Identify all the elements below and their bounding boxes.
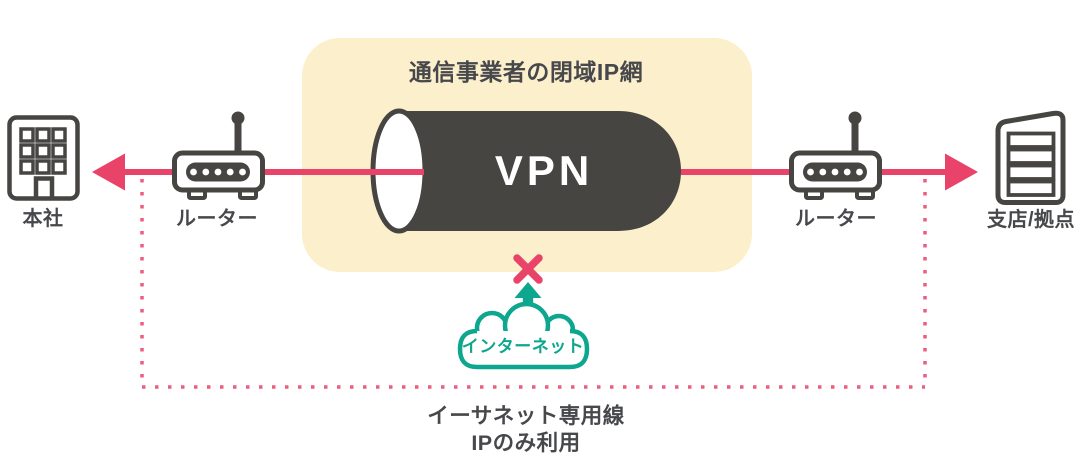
router-icon-right bbox=[792, 112, 880, 199]
router-label-right: ルーター bbox=[795, 207, 877, 230]
vpn-tunnel bbox=[370, 108, 681, 234]
hq-building-icon bbox=[7, 115, 80, 201]
dedicated-line-boundary bbox=[140, 179, 927, 389]
dedicated-line-label-2: IPのみ利用 bbox=[471, 431, 580, 455]
dedicated-line-label-1: イーサネット専用線 bbox=[427, 403, 625, 428]
vpn-label: VPN bbox=[495, 147, 593, 194]
right-arrowhead bbox=[945, 153, 978, 191]
up-arrow-icon bbox=[514, 282, 542, 310]
internet-cloud-icon: インターネット bbox=[457, 301, 590, 370]
branch-label: 支店/拠点 bbox=[987, 207, 1075, 231]
x-mark-icon bbox=[513, 254, 543, 284]
left-arrowhead bbox=[92, 153, 125, 191]
branch-server-icon bbox=[995, 110, 1066, 205]
hq-label: 本社 bbox=[23, 206, 64, 230]
panel-title: 通信事業者の閉域IP網 bbox=[409, 59, 643, 85]
internet-label: インターネット bbox=[462, 337, 585, 356]
router-label-left: ルーター bbox=[176, 207, 258, 230]
router-icon-left bbox=[175, 112, 263, 199]
